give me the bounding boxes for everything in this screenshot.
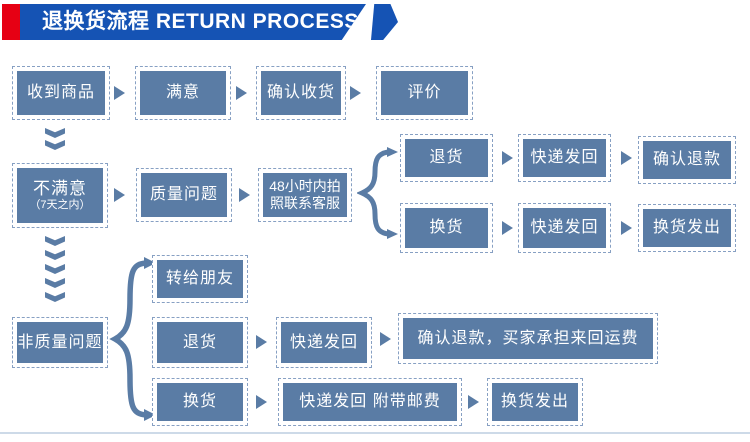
node-label: 转给朋友 <box>165 270 234 287</box>
arrow-right-icon <box>114 188 125 202</box>
node-label: 快递发回 <box>530 149 599 166</box>
node-label-line2: 照联系客服 <box>270 195 340 211</box>
arrow-right-icon <box>350 86 361 100</box>
node-label: 换货发出 <box>652 219 721 236</box>
arrow-right-icon <box>621 151 632 165</box>
node-q-exchange-sent: 换货发出 <box>638 204 736 252</box>
node-q-confirm-refund: 确认退款 <box>638 136 736 184</box>
node-non-quality-issue: 非质量问题 <box>12 317 108 368</box>
node-label: 退货 <box>182 333 217 351</box>
arrow-down-icon <box>45 250 65 260</box>
node-review: 评价 <box>376 66 473 120</box>
node-sublabel: （7天之内） <box>29 199 91 212</box>
node-label: 满意 <box>165 84 200 101</box>
node-label: 非质量问题 <box>17 333 103 351</box>
bottom-divider <box>0 432 750 434</box>
node-label: 不满意 <box>33 179 87 198</box>
node-label-line1: 48小时内拍 <box>269 177 341 194</box>
node-nq-give-to-friend: 转给朋友 <box>152 255 248 303</box>
header-red-accent <box>2 4 20 40</box>
node-nq-exchange-sent: 换货发出 <box>487 378 583 426</box>
node-label: 收到商品 <box>26 84 95 101</box>
node-nq-exchange-ship-postage: 快递发回 附带邮费 <box>278 378 462 426</box>
header-ribbon-tail <box>371 4 398 40</box>
arrow-right-icon <box>468 395 479 409</box>
node-received-goods: 收到商品 <box>12 66 110 120</box>
arrow-down-icon <box>45 264 65 274</box>
node-q-return-ship: 快递发回 <box>518 134 611 182</box>
arrow-down-icon <box>45 128 65 138</box>
page-title: 退换货流程 RETURN PROCESS <box>20 4 366 40</box>
node-label: 换货 <box>429 219 464 236</box>
arrow-right-icon <box>502 151 513 165</box>
node-nq-exchange: 换货 <box>152 378 248 426</box>
brace-icon <box>109 254 157 424</box>
node-label: 确认退款 <box>652 151 721 168</box>
node-q-exchange-ship: 快递发回 <box>518 203 611 253</box>
node-unsatisfied: 不满意 （7天之内） <box>12 163 108 228</box>
node-nq-refund-buyer-pays: 确认退款，买家承担来回运费 <box>398 313 658 364</box>
node-label: 快递发回 <box>289 333 358 351</box>
node-label: 确认收货 <box>266 84 335 101</box>
arrow-down-icon <box>45 292 65 302</box>
node-confirm-receipt: 确认收货 <box>256 66 346 120</box>
arrow-right-icon <box>239 188 250 202</box>
node-nq-return-ship: 快递发回 <box>276 317 372 368</box>
node-contact-service: 48小时内拍 照联系客服 <box>258 168 352 222</box>
node-label: 质量问题 <box>149 186 218 203</box>
brace-icon <box>357 145 399 241</box>
node-q-return: 退货 <box>400 134 493 182</box>
arrow-right-icon <box>114 86 125 100</box>
arrow-down-icon <box>45 278 65 288</box>
node-label: 换货发出 <box>500 393 569 410</box>
arrow-right-icon <box>502 221 513 235</box>
arrow-right-icon <box>380 332 391 346</box>
node-label: 换货 <box>182 393 217 410</box>
arrow-right-icon <box>256 395 267 409</box>
node-label: 确认退款，买家承担来回运费 <box>417 329 639 347</box>
arrow-right-icon <box>256 335 267 349</box>
node-label: 快递发回 附带邮费 <box>299 393 441 410</box>
arrow-down-icon <box>45 140 65 150</box>
node-nq-return: 退货 <box>152 317 248 368</box>
arrow-right-icon <box>236 86 247 100</box>
node-quality-issue: 质量问题 <box>136 168 232 222</box>
node-satisfied: 满意 <box>135 66 231 120</box>
node-label: 快递发回 <box>530 219 599 236</box>
node-label: 退货 <box>429 149 464 166</box>
arrow-right-icon <box>621 221 632 235</box>
node-label: 评价 <box>407 84 442 101</box>
node-q-exchange: 换货 <box>400 203 493 253</box>
arrow-down-icon <box>45 236 65 246</box>
